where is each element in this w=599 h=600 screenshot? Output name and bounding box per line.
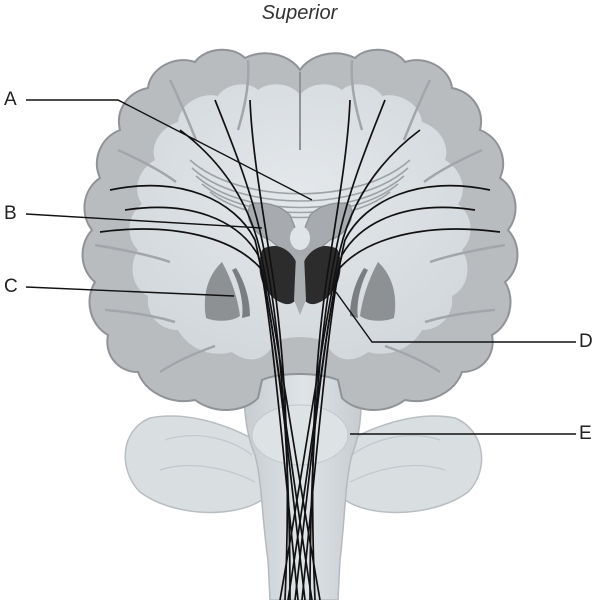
label-c: C bbox=[4, 276, 18, 297]
leader-a bbox=[26, 99, 313, 201]
leader-d bbox=[335, 291, 576, 343]
thalamus bbox=[259, 246, 341, 315]
leader-lines bbox=[25, 99, 576, 435]
label-b: B bbox=[4, 203, 17, 224]
label-e: E bbox=[579, 423, 592, 444]
leader-b bbox=[25, 213, 263, 229]
basal-ganglia bbox=[204, 262, 396, 321]
ventricles bbox=[247, 202, 353, 302]
leader-c bbox=[25, 286, 235, 297]
label-d: D bbox=[579, 331, 593, 352]
label-a: A bbox=[4, 89, 17, 110]
orientation-label: Superior bbox=[261, 2, 338, 24]
projection-fibers bbox=[99, 99, 501, 600]
brainstem bbox=[243, 349, 363, 600]
commissural-fibers bbox=[189, 159, 411, 219]
cerebellum bbox=[124, 415, 483, 514]
